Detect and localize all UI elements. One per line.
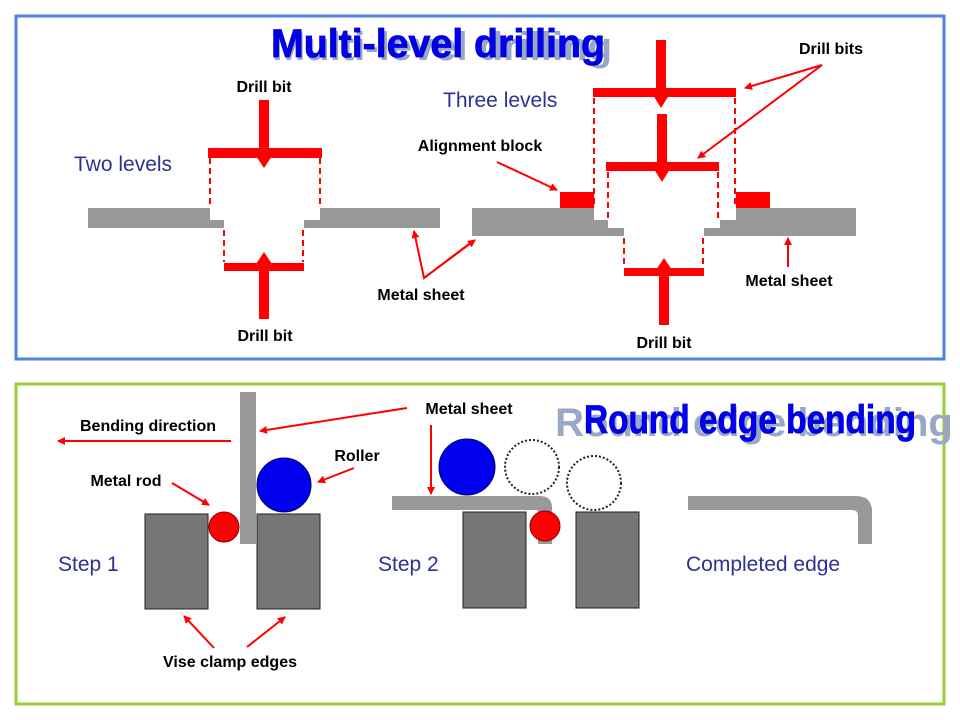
- two-level-drill-top: [208, 100, 322, 206]
- vise-clamp-left: [462, 511, 527, 609]
- metal-sheet-arrow-step1: [259, 407, 408, 434]
- metal-sheet-vertical: [240, 392, 256, 544]
- three-level-metal-sheet: [472, 208, 856, 236]
- vise-clamp-right: [575, 511, 640, 609]
- title-shadow: Multi-level drilling: [272, 25, 612, 69]
- drill-bits-label: Drill bits: [799, 41, 863, 58]
- step1-assembly: [144, 392, 321, 610]
- vise-clamp-arrows: [183, 615, 286, 649]
- completed-edge-heading: Completed edge: [686, 553, 840, 576]
- metal-rod-arrow: [171, 482, 210, 506]
- three-levels-heading: Three levels: [443, 89, 557, 112]
- alignment-block-label: Alignment block: [418, 138, 543, 155]
- two-levels-heading: Two levels: [74, 153, 172, 176]
- metal-rod-label: Metal rod: [90, 473, 161, 490]
- alignment-blocks: [560, 192, 770, 208]
- title-text: Multi-level drilling: [271, 22, 605, 66]
- metal-sheet-label: Metal sheet: [425, 401, 513, 418]
- top-panel-title: Multi-level drilling Multi-level drillin…: [271, 22, 612, 69]
- completed-edge-shape: [688, 496, 872, 544]
- vise-clamp-label: Vise clamp edges: [163, 654, 297, 671]
- two-level-drill-bottom: [223, 230, 304, 319]
- metal-sheet-right-label: Metal sheet: [745, 273, 833, 290]
- vise-clamp-right: [256, 513, 321, 610]
- step2-heading: Step 2: [378, 553, 439, 576]
- bending-direction-label: Bending direction: [80, 418, 216, 435]
- top-panel-frame: [14, 14, 946, 361]
- three-level-drill-middle: [606, 114, 719, 218]
- alignment-block-arrow: [496, 161, 558, 191]
- drill-bit-bottom-label: Drill bit: [237, 328, 293, 345]
- step2-assembly: [392, 438, 640, 609]
- two-level-metal-sheet: [88, 208, 440, 228]
- roller-arrow: [317, 467, 355, 484]
- metal-sheet-center-label: Metal sheet: [377, 287, 465, 304]
- metal-rod: [529, 510, 561, 542]
- bottom-panel-title: Round edge bending Round edge bending: [555, 398, 953, 445]
- vise-clamp-left: [144, 513, 209, 610]
- step1-heading: Step 1: [58, 553, 119, 576]
- metal-sheet-center-arrows: [411, 230, 476, 280]
- roller: [256, 457, 312, 513]
- metal-sheet-bending: [392, 496, 552, 544]
- drill-bits-arrows: [697, 64, 823, 159]
- three-level-drill-top: [593, 40, 736, 206]
- roller-label: Roller: [334, 448, 379, 465]
- roller-path-ghost: [566, 455, 622, 511]
- three-level-drill-bottom: [623, 238, 704, 325]
- title-shadow: Round edge bending: [555, 401, 953, 445]
- roller-path-ghost: [504, 439, 560, 495]
- drill-bit-bottom-three-label: Drill bit: [636, 335, 692, 352]
- roller: [438, 438, 496, 496]
- metal-rod: [208, 511, 240, 543]
- drill-bit-top-label: Drill bit: [236, 79, 292, 96]
- title-text: Round edge bending: [584, 398, 916, 442]
